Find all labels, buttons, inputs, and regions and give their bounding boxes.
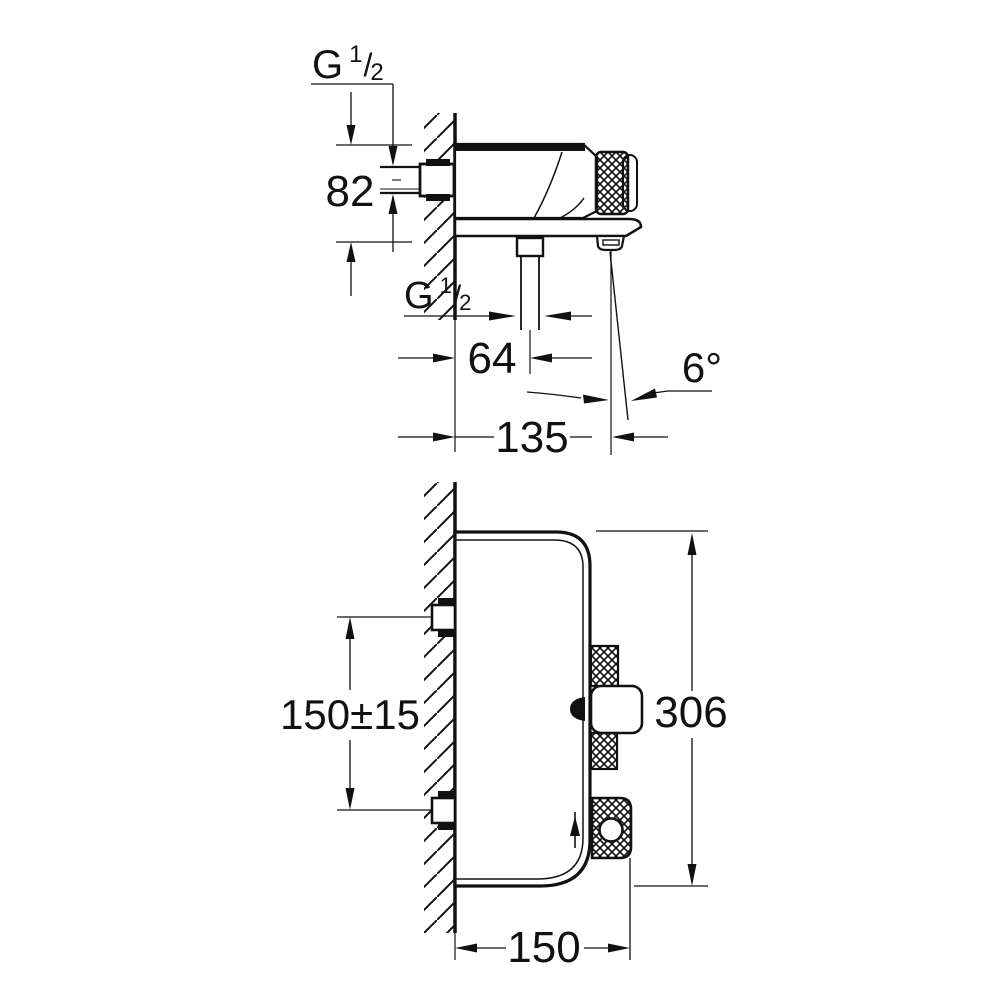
dim-82-value: 82	[326, 167, 375, 216]
pipe-stub-top	[426, 159, 450, 166]
dim-306-value: 306	[654, 688, 727, 737]
union-nut	[418, 162, 456, 198]
control-button	[589, 684, 644, 735]
spout-shelf	[453, 217, 643, 252]
dim-150-plusminus-15: 150±15	[280, 616, 431, 811]
arrowhead-down	[346, 125, 356, 145]
pipe-stub-bottom	[438, 822, 454, 830]
dim-306: 306	[596, 530, 728, 887]
arrowhead-up	[346, 242, 356, 262]
arrowhead-left	[631, 388, 657, 401]
dim-angle-value: 6°	[682, 344, 722, 391]
wall-hatching	[424, 113, 454, 320]
outlet-nub-profile	[570, 697, 585, 721]
union-nut	[430, 603, 457, 632]
union-nut-fill	[432, 798, 455, 823]
dim-135-value: 135	[495, 413, 568, 462]
mixer-body-top-view	[453, 142, 638, 220]
spout-angle-lines	[609, 250, 629, 455]
dim-150: 150	[455, 858, 631, 972]
dim-64-value: 64	[468, 334, 517, 383]
arrowhead-down	[687, 864, 697, 886]
pipe-stub-bottom	[426, 194, 450, 201]
inlet-pipe	[380, 159, 456, 201]
knurled-grip-lower	[589, 731, 619, 771]
supply-union-upper	[430, 598, 457, 637]
union-nut	[430, 796, 457, 825]
body-front-curve-2	[559, 197, 585, 219]
arrowhead-right	[583, 394, 609, 404]
arrowhead-left	[530, 353, 552, 363]
arrowhead-right	[433, 432, 455, 442]
arrowhead-down	[345, 788, 355, 810]
pipe-stub-bottom	[438, 629, 454, 637]
pull-indicator-arrow-icon	[570, 816, 580, 836]
knurled-handle	[594, 150, 630, 216]
pipe-stub-top	[438, 598, 454, 606]
shower-outlet-pipe	[515, 236, 545, 374]
wall-section-side-view	[424, 482, 457, 960]
dim-135: 135	[398, 413, 668, 462]
arrow-tail-left	[526, 391, 582, 399]
dim-150-value: 150	[507, 923, 580, 972]
supply-union-lower	[430, 791, 457, 830]
arrowhead-left	[544, 311, 571, 321]
arrowhead-down	[388, 146, 398, 166]
body-outer-contour	[453, 530, 592, 888]
knurled-grip-upper	[589, 644, 620, 688]
outlet-collar	[515, 236, 545, 258]
body-top-bar	[455, 143, 585, 151]
arrowhead-left	[612, 432, 634, 442]
outlet-slot	[602, 239, 620, 246]
pipe-stub-top	[438, 791, 454, 799]
control-handles	[589, 644, 644, 860]
arrowhead-right	[608, 943, 630, 953]
shelf-outline	[453, 217, 643, 238]
side-view: 150±15 306 150	[280, 482, 728, 972]
mixer-body-side-view	[453, 530, 592, 888]
dim-150-15-value: 150±15	[280, 691, 420, 738]
leader-line	[652, 390, 712, 394]
dim-82: 82	[326, 92, 412, 296]
diverter-button	[598, 817, 624, 843]
body-inner-contour	[455, 539, 584, 880]
dim-angle: 6°	[526, 344, 722, 404]
angled-outlet-line	[609, 251, 629, 421]
union-nut-fill	[432, 605, 455, 630]
arrowhead-up	[687, 533, 697, 555]
arrowhead-right	[489, 311, 516, 321]
body-front-curve	[533, 151, 563, 219]
arrowhead-up	[388, 194, 398, 214]
arrowhead-up	[345, 617, 355, 639]
arrowhead-right	[433, 353, 455, 363]
arrowhead-left	[455, 943, 477, 953]
dim-64: 64	[398, 334, 592, 383]
wall-hatching	[424, 482, 454, 933]
